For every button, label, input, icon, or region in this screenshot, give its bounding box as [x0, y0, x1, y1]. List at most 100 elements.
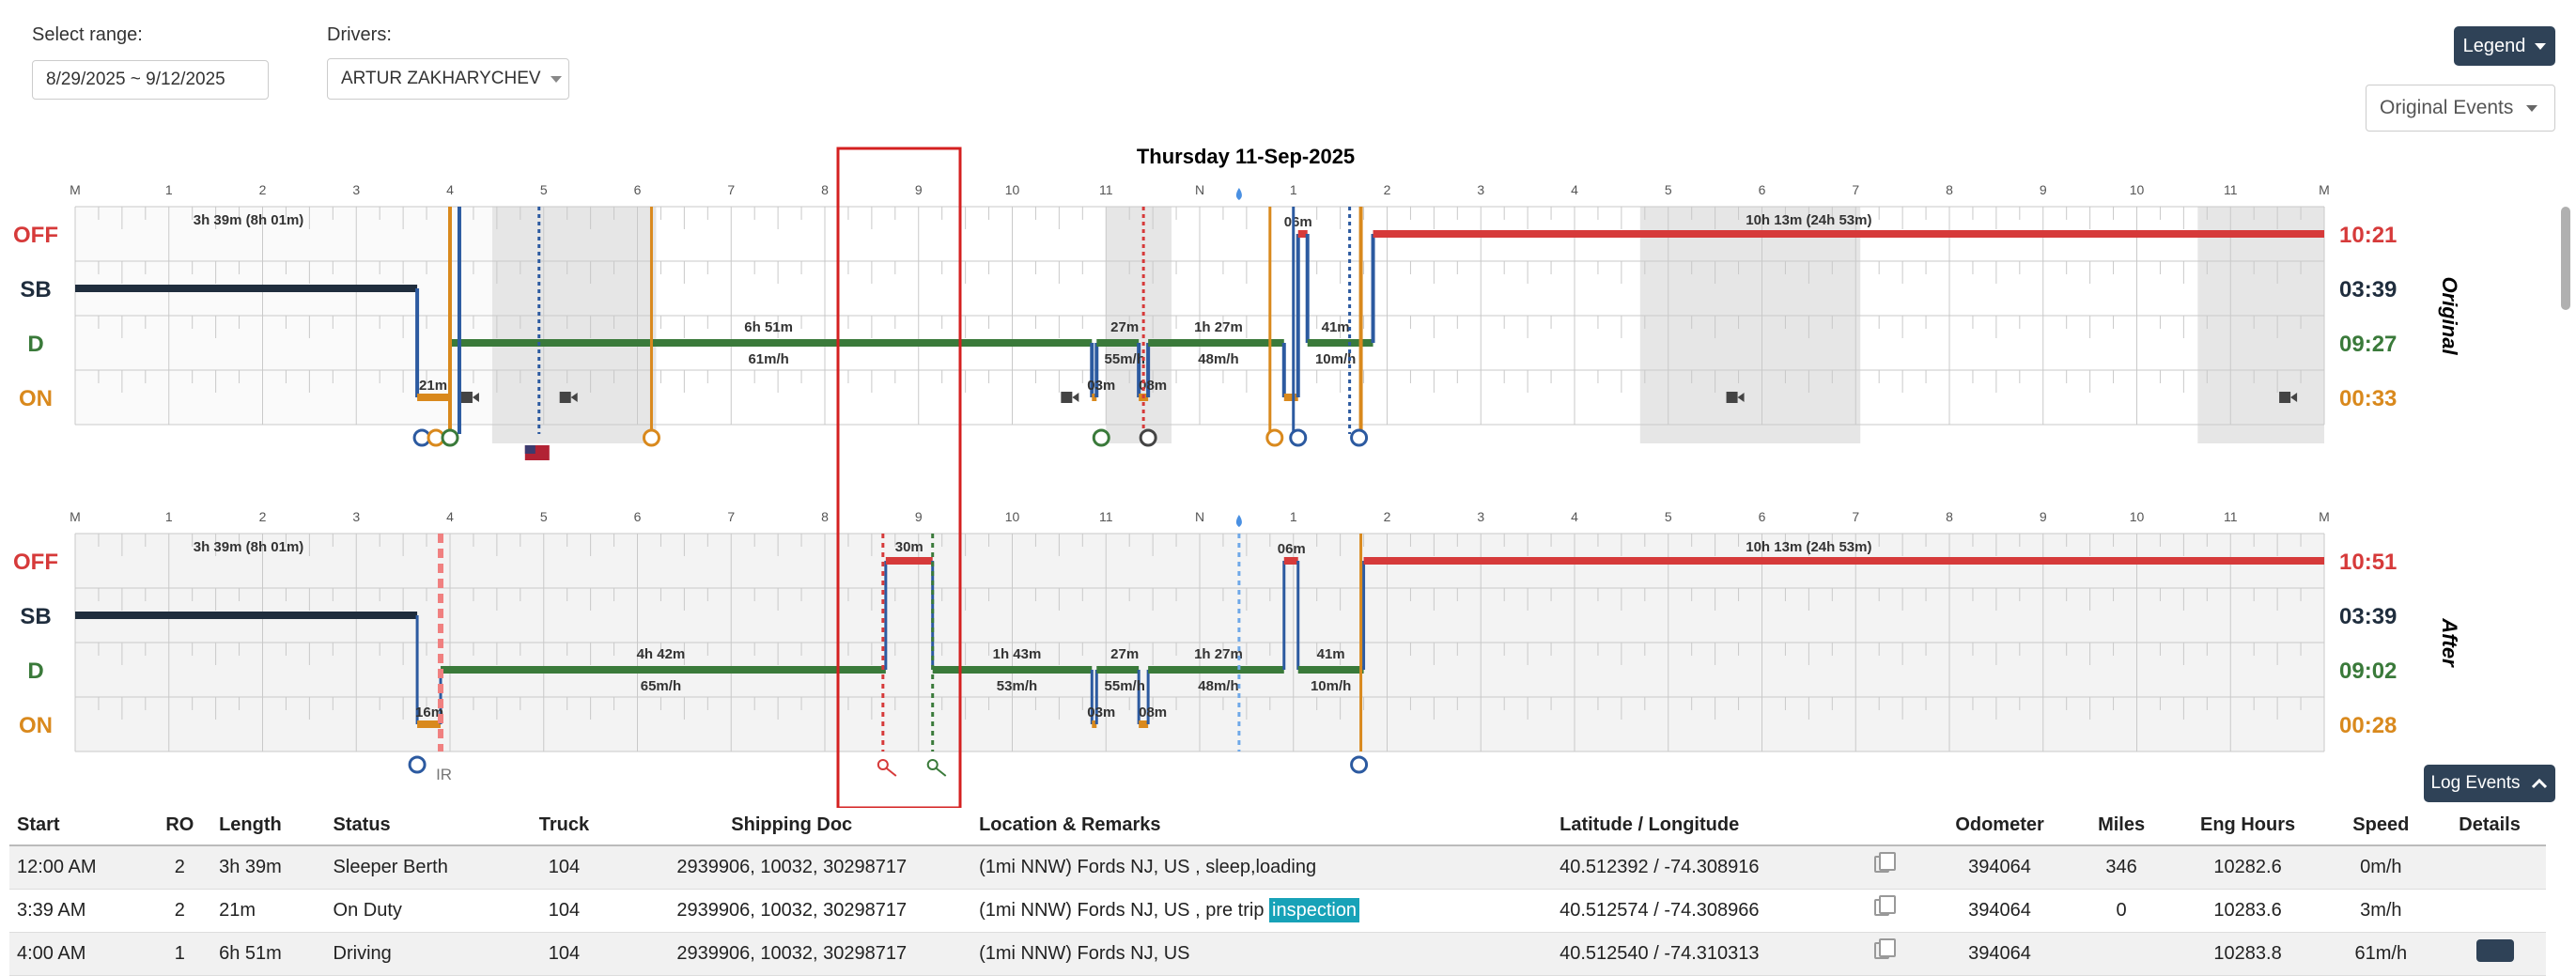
column-header: Speed — [2328, 806, 2434, 846]
table-cell: 1 — [147, 932, 212, 976]
event-status-icon — [1350, 755, 1369, 774]
table-cell: 346 — [2075, 845, 2167, 890]
event-status-icon — [1289, 428, 1308, 447]
segment-label: 48m/h — [1198, 351, 1238, 367]
status-label-sb: SB — [20, 277, 51, 302]
camera-icon — [472, 393, 479, 402]
chevron-down-icon — [550, 75, 562, 83]
hour-label: 7 — [1852, 509, 1859, 524]
segment-label: 27m — [1110, 319, 1139, 335]
hour-label: 8 — [1946, 509, 1953, 524]
copy-icon[interactable] — [1874, 895, 1897, 916]
date-title: Thursday 11-Sep-2025 — [1137, 145, 1355, 168]
column-header: Miles — [2075, 806, 2167, 846]
shaded-period — [1639, 207, 1861, 443]
hour-label: 10 — [2130, 509, 2145, 524]
segment-label: 06m — [1278, 541, 1306, 557]
log-events-button[interactable]: Log Events — [2424, 765, 2555, 802]
key-icon — [926, 759, 939, 770]
segment-label: 10h 13m (24h 53m) — [1746, 212, 1871, 228]
hour-label: M — [70, 509, 81, 524]
table-cell: 104 — [516, 845, 613, 890]
hour-label: 1 — [165, 509, 173, 524]
table-cell: 2939906, 10032, 30298717 — [612, 932, 972, 976]
table-cell: 394064 — [1923, 932, 2076, 976]
graph-title: Original — [2438, 276, 2461, 355]
chevron-down-icon — [2526, 104, 2538, 112]
column-header: Status — [325, 806, 517, 846]
hour-label: 8 — [821, 509, 829, 524]
hour-label: 6 — [634, 509, 642, 524]
camera-icon — [1726, 392, 1738, 403]
table-cell: 394064 — [1923, 845, 2076, 890]
hour-label: 6 — [634, 182, 642, 197]
hour-label: 6 — [1759, 509, 1766, 524]
column-header: Shipping Doc — [612, 806, 972, 846]
scrollbar[interactable] — [2561, 207, 2570, 310]
status-label-off: OFF — [13, 223, 58, 248]
hour-label: N — [1195, 509, 1204, 524]
table-cell: 3m/h — [2328, 889, 2434, 933]
segment-label: 65m/h — [641, 678, 681, 694]
hour-label: 10 — [1005, 182, 1020, 197]
hour-label: 5 — [540, 182, 548, 197]
range-input[interactable]: 8/29/2025 ~ 9/12/2025 — [32, 60, 269, 100]
segment-label: 27m — [1110, 646, 1139, 662]
legend-button-label: Legend — [2462, 35, 2526, 56]
segment-label: 30m — [895, 539, 923, 555]
column-header: Latitude / Longitude — [1552, 806, 1868, 846]
camera-icon — [1737, 393, 1745, 402]
status-total-d: 09:02 — [2339, 658, 2397, 684]
hour-label: 5 — [540, 509, 548, 524]
hour-label: 2 — [259, 509, 267, 524]
table-cell: 61m/h — [2328, 932, 2434, 976]
details-expand-button[interactable] — [2476, 939, 2514, 962]
status-total-d: 09:27 — [2339, 332, 2397, 357]
table-cell: 10282.6 — [2166, 845, 2329, 890]
segment-label: 61m/h — [748, 351, 788, 367]
hour-label: 2 — [1384, 182, 1391, 197]
table-cell: 21m — [211, 889, 326, 933]
selection-highlight-box[interactable] — [836, 147, 962, 808]
status-total-off: 10:21 — [2339, 223, 2397, 248]
copy-icon[interactable] — [1874, 938, 1897, 959]
status-total-on: 00:28 — [2339, 713, 2397, 738]
table-cell — [2075, 932, 2167, 976]
hour-label: 11 — [1099, 509, 1113, 524]
status-total-sb: 03:39 — [2339, 277, 2397, 302]
hour-label: 2 — [259, 182, 267, 197]
camera-icon — [2290, 393, 2298, 402]
droplet-icon — [1235, 515, 1242, 527]
driver-select[interactable]: ARTUR ZAKHARYCHEV — [327, 58, 569, 100]
table-cell — [1867, 932, 1924, 976]
segment-label: 10m/h — [1315, 351, 1356, 367]
table-cell: 40.512540 / -74.310313 — [1552, 932, 1868, 976]
segment-label: 03m — [1087, 705, 1115, 720]
table-cell: 0m/h — [2328, 845, 2434, 890]
hour-label: M — [70, 182, 81, 197]
segment-label: 55m/h — [1105, 678, 1145, 694]
camera-icon — [460, 392, 473, 403]
segment-label: 10m/h — [1311, 678, 1351, 694]
copy-icon[interactable] — [1874, 852, 1897, 874]
remark-highlight: inspection — [1269, 897, 1360, 922]
event-status-icon — [1265, 428, 1284, 447]
legend-button[interactable]: Legend — [2454, 26, 2555, 66]
segment-label: 08m — [1139, 378, 1167, 394]
log-events-label: Log Events — [2430, 773, 2521, 793]
table-cell: 10283.8 — [2166, 932, 2329, 976]
table-cell: 2939906, 10032, 30298717 — [612, 889, 972, 933]
status-total-sb: 03:39 — [2339, 604, 2397, 629]
table-cell: 10283.6 — [2166, 889, 2329, 933]
segment-label: 08m — [1139, 705, 1167, 720]
hour-label: 8 — [1946, 182, 1953, 197]
segment-label: 06m — [1284, 214, 1312, 230]
table-cell: 2 — [147, 845, 212, 890]
events-select[interactable]: Original Events — [2366, 85, 2555, 132]
key-icon — [936, 767, 947, 777]
